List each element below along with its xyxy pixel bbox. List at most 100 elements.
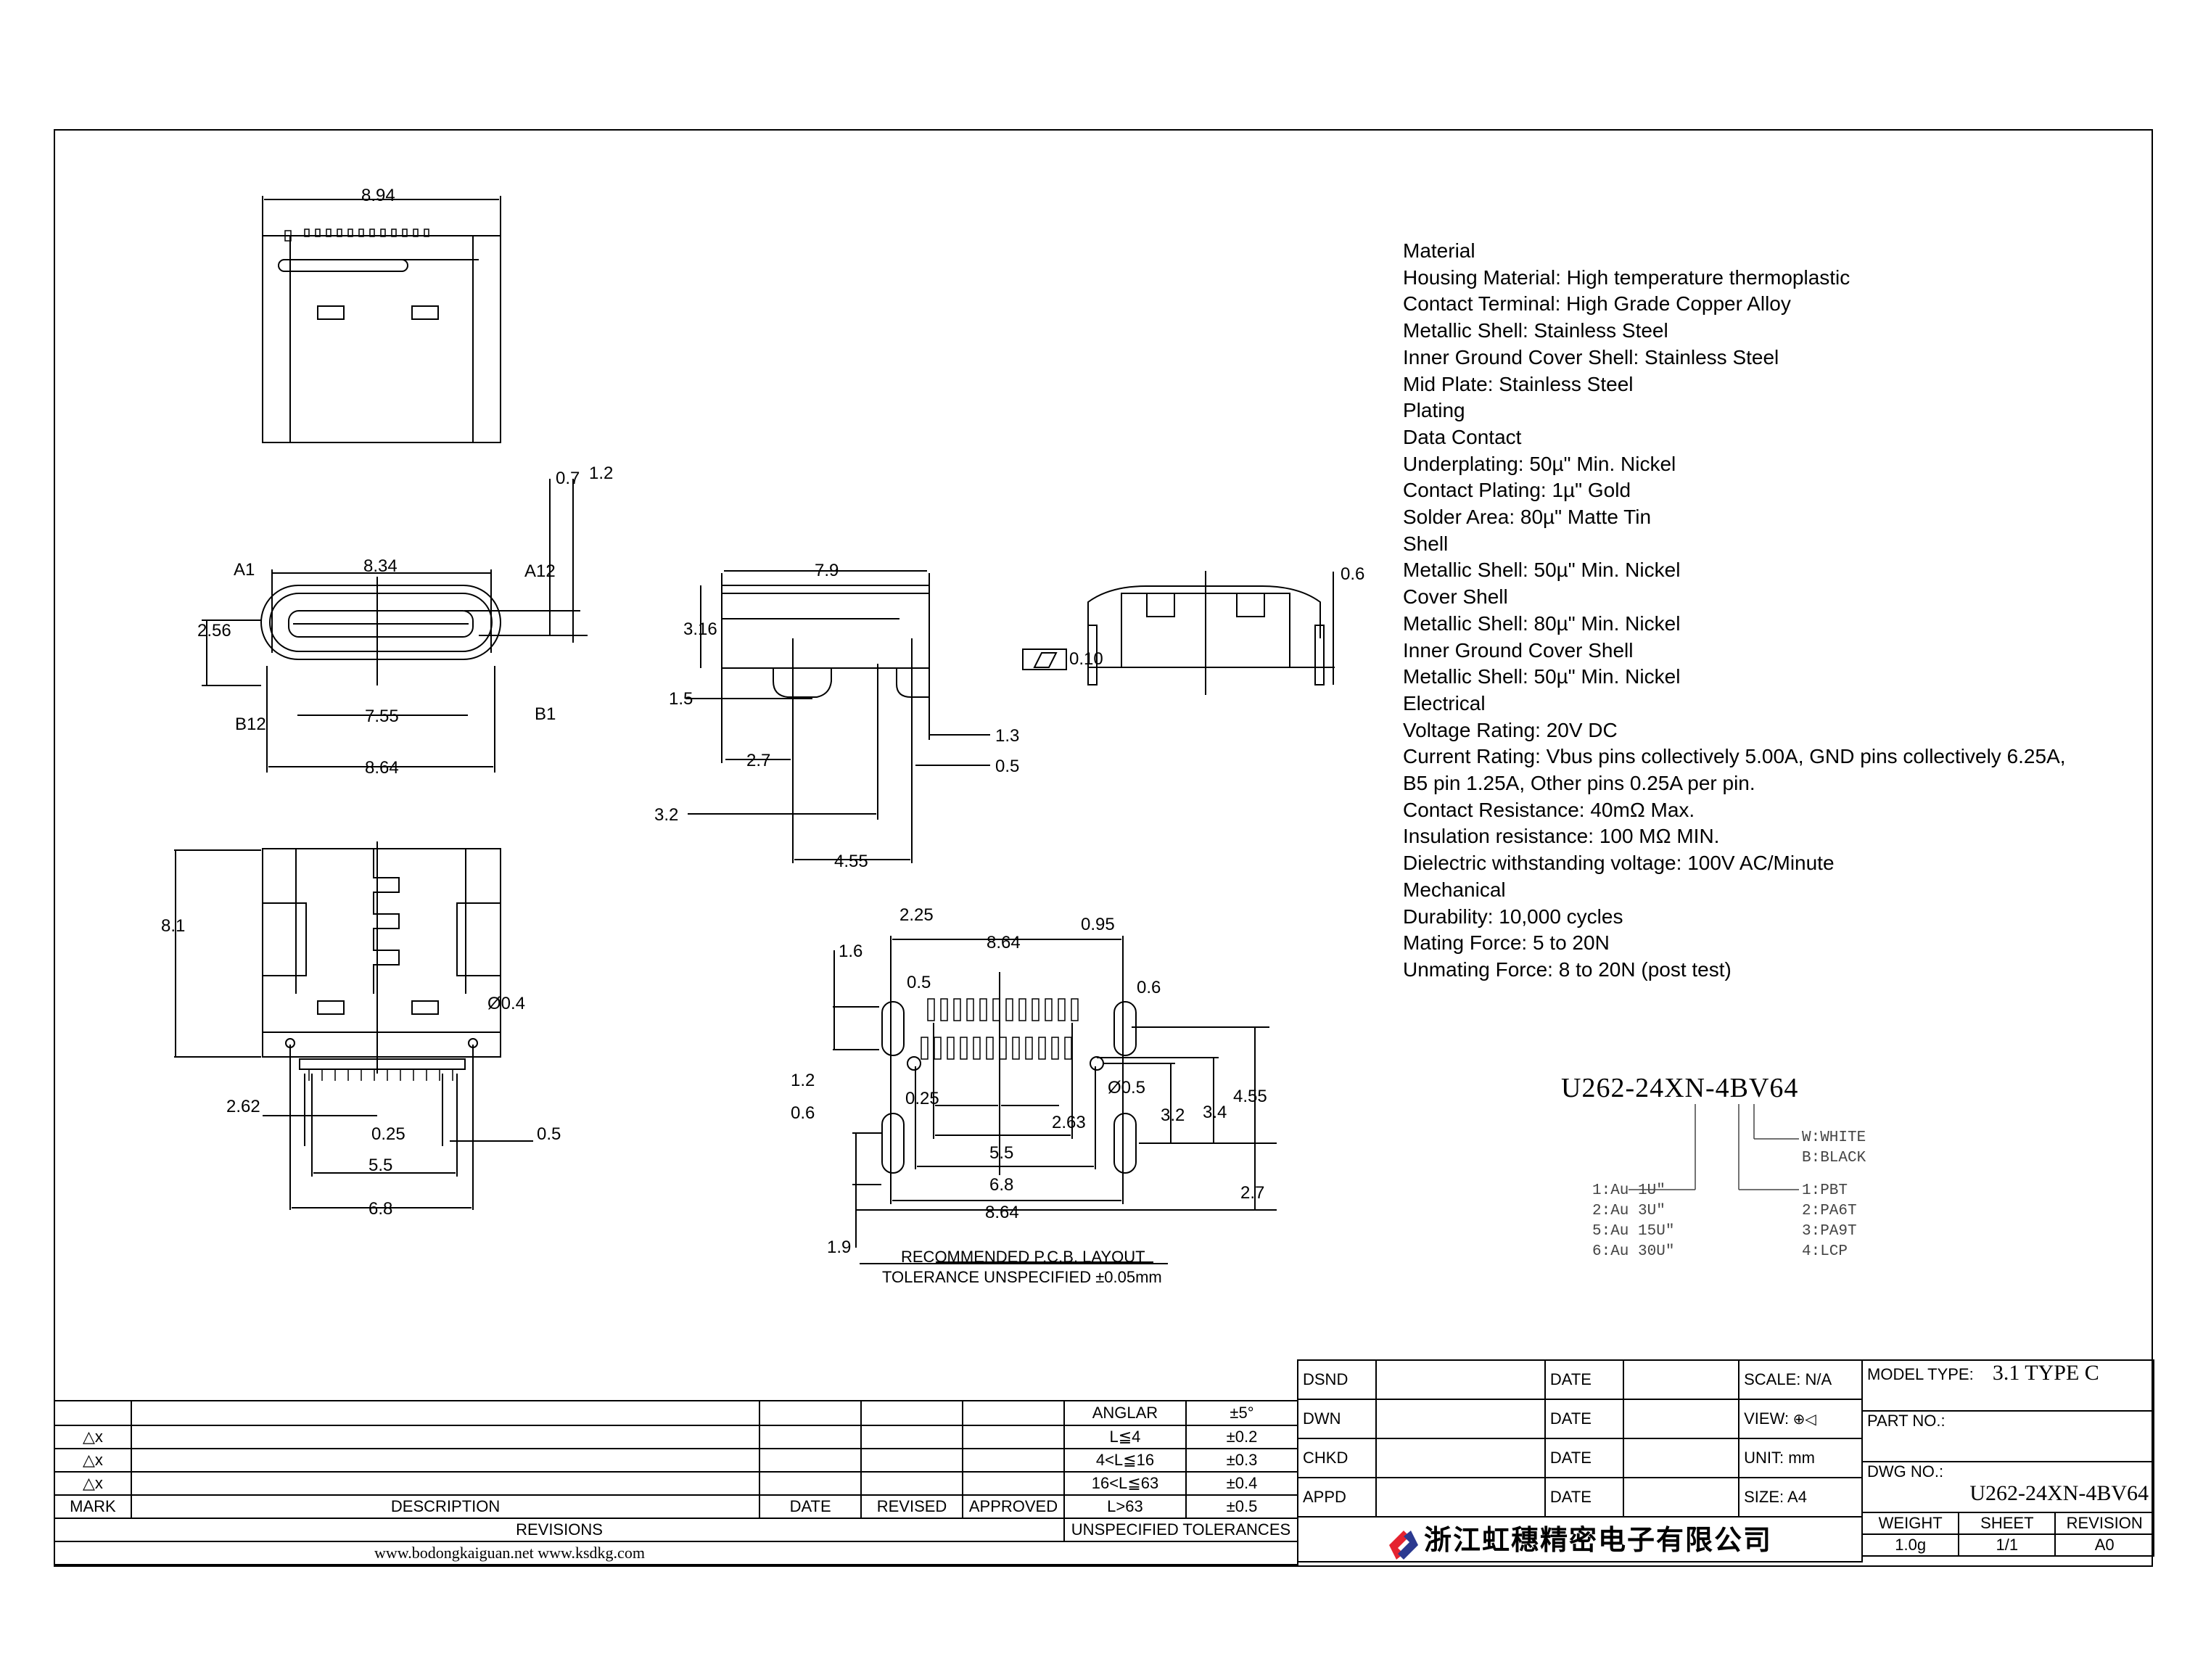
pcb-layout-drawing	[833, 936, 1277, 1264]
part-code-leaders	[1629, 1104, 1799, 1190]
model-type-cell: MODEL TYPE: 3.1 TYPE C	[1861, 1359, 2154, 1412]
header-revised: REVISED	[860, 1494, 963, 1519]
rear-view-drawing	[1022, 571, 1335, 695]
unit-info: UNIT: mm	[1738, 1438, 1863, 1478]
pcb-layout-title: RECOMMENDED P.C.B. LAYOUT	[901, 1248, 1145, 1266]
tolerance-value: ±0.3	[1185, 1448, 1299, 1473]
header-date: DATE	[759, 1494, 862, 1519]
size-info: SIZE: A4	[1738, 1477, 1863, 1518]
spec-line: Contact Resistance: 40mΩ Max.	[1403, 798, 1695, 821]
dim-pcb-4-55: 4.55	[1233, 1087, 1267, 1106]
spec-line: Current Rating: Vbus pins collectively 5…	[1403, 745, 2066, 768]
weight-label: WEIGHT	[1861, 1512, 1960, 1535]
tolerance-range: L>63	[1063, 1494, 1187, 1519]
spec-line: B5 pin 1.25A, Other pins 0.25A per pin.	[1403, 772, 1755, 795]
dim-front-inner-width: 8.34	[363, 556, 398, 576]
material-options: 1:PBT 2:PA6T 3:PA9T 4:LCP	[1802, 1182, 1857, 1260]
pin-label-a1: A1	[234, 560, 255, 580]
drawing-frame	[54, 129, 2153, 1567]
dim-front-height: 2.56	[197, 621, 231, 641]
spec-line: Material	[1403, 239, 1475, 262]
tolerance-value: ±0.5	[1185, 1494, 1299, 1519]
dim-pcb-0-6-left: 0.6	[791, 1103, 815, 1123]
spec-line: Metallic Shell: 80µ" Min. Nickel	[1403, 612, 1681, 635]
spec-line: Contact Plating: 1µ" Gold	[1403, 479, 1631, 502]
pin-label-a12: A12	[524, 561, 556, 581]
view-info: VIEW: ⊕◁	[1738, 1399, 1863, 1439]
dim-pcb-2-7: 2.7	[1240, 1183, 1265, 1203]
tolerance-value: ±0.2	[1185, 1425, 1299, 1449]
dim-pcb-0-6-top: 0.6	[1137, 978, 1161, 997]
dim-pcb-hole: Ø0.5	[1108, 1078, 1146, 1098]
dim-bottom-2-62: 2.62	[226, 1097, 260, 1116]
dim-side-4-55: 4.55	[834, 852, 868, 871]
role-appd: APPD	[1297, 1477, 1377, 1518]
part-number-code: U262-24XN-4BV64	[1561, 1073, 1799, 1103]
top-view-drawing	[262, 196, 501, 443]
revision-mark: △x	[54, 1448, 132, 1473]
spec-line: Mid Plate: Stainless Steel	[1403, 372, 1634, 395]
dim-side-1-5: 1.5	[669, 689, 693, 709]
spec-line: Cover Shell	[1403, 585, 1508, 609]
dim-pcb-1-9: 1.9	[827, 1238, 852, 1257]
dim-pcb-6-8: 6.8	[989, 1175, 1014, 1195]
dim-pcb-1-2: 1.2	[791, 1071, 815, 1090]
dim-pcb-2-25: 2.25	[899, 905, 934, 925]
dim-pcb-8-64-top: 8.64	[987, 933, 1021, 952]
header-description: DESCRIPTION	[130, 1494, 761, 1519]
role-dwn: DWN	[1297, 1399, 1377, 1439]
dim-side-height: 3.16	[683, 619, 717, 639]
bottom-view-drawing	[174, 841, 533, 1210]
dim-bottom-5-5: 5.5	[368, 1156, 393, 1175]
spec-line: Shell	[1403, 532, 1449, 555]
dim-pcb-0-5: 0.5	[907, 973, 931, 992]
tolerance-range: L≦4	[1063, 1425, 1187, 1449]
dim-bottom-0-25: 0.25	[371, 1124, 405, 1144]
spec-line: Inner Ground Cover Shell: Stainless Stee…	[1403, 345, 1779, 368]
revisions-label: REVISIONS	[54, 1518, 1065, 1542]
spec-line: Dielectric withstanding voltage: 100V AC…	[1403, 852, 1835, 875]
website-links: www.bodongkaiguan.net www.ksdkg.com	[54, 1541, 1298, 1565]
dim-pcb-3-2: 3.2	[1161, 1105, 1185, 1125]
dim-pcb-0-25: 0.25	[905, 1089, 939, 1108]
dim-pcb-5-5: 5.5	[989, 1143, 1014, 1163]
color-options: W:WHITE B:BLACK	[1802, 1129, 1866, 1166]
dim-bottom-height: 8.1	[161, 916, 186, 936]
spec-line: Electrical	[1403, 691, 1486, 715]
sheet-value: 1/1	[1958, 1533, 2056, 1557]
spec-line: Data Contact	[1403, 425, 1522, 448]
dim-pcb-8-64-bottom: 8.64	[985, 1203, 1019, 1222]
spec-line: Voltage Rating: 20V DC	[1403, 718, 1618, 741]
pin-label-b1: B1	[535, 704, 556, 724]
dim-front-1-2: 1.2	[589, 464, 614, 483]
dim-front-overall: 8.64	[365, 758, 399, 778]
header-mark: MARK	[54, 1494, 132, 1519]
tolerances-label: UNSPECIFIED TOLERANCES	[1063, 1518, 1299, 1542]
dim-front-0-7: 0.7	[556, 469, 580, 488]
company-name: 浙江虹穗精密电子有限公司	[1424, 1524, 1773, 1556]
company-logo-icon	[1388, 1531, 1418, 1560]
tolerance-value: ±0.4	[1185, 1471, 1299, 1496]
dwg-no-cell: DWG NO.: U262-24XN-4BV64	[1861, 1461, 2154, 1513]
tolerance-range: ANGLAR	[1063, 1400, 1187, 1426]
projection-symbol-icon: ⊕◁	[1789, 1412, 1816, 1428]
dim-pcb-1-6: 1.6	[839, 942, 863, 961]
revision-label: REVISION	[2054, 1512, 2154, 1535]
dim-bottom-hole: Ø0.4	[487, 994, 526, 1013]
scale-info: SCALE: N/A	[1738, 1359, 1863, 1400]
dwg-no-value: U262-24XN-4BV64	[1969, 1481, 2149, 1505]
pin-label-b12: B12	[235, 715, 266, 734]
weight-value: 1.0g	[1861, 1533, 1960, 1557]
spec-line: Mechanical	[1403, 878, 1506, 901]
pcb-layout-tolerance: TOLERANCE UNSPECIFIED ±0.05mm	[882, 1268, 1162, 1286]
specifications-list: Material Housing Material: High temperat…	[1403, 238, 2066, 984]
dim-pcb-2-63: 2.63	[1052, 1113, 1086, 1132]
revision-mark: △x	[54, 1471, 132, 1496]
tolerance-range: 4<L≦16	[1063, 1448, 1187, 1473]
dim-side-0-5: 0.5	[995, 757, 1020, 776]
spec-line: Solder Area: 80µ" Matte Tin	[1403, 506, 1652, 529]
dim-bottom-0-5: 0.5	[537, 1124, 561, 1144]
spec-line: Metallic Shell: Stainless Steel	[1403, 319, 1668, 342]
plating-options: 1:Au 1U" 2:Au 3U" 5:Au 15U" 6:Au 30U"	[1592, 1182, 1675, 1260]
